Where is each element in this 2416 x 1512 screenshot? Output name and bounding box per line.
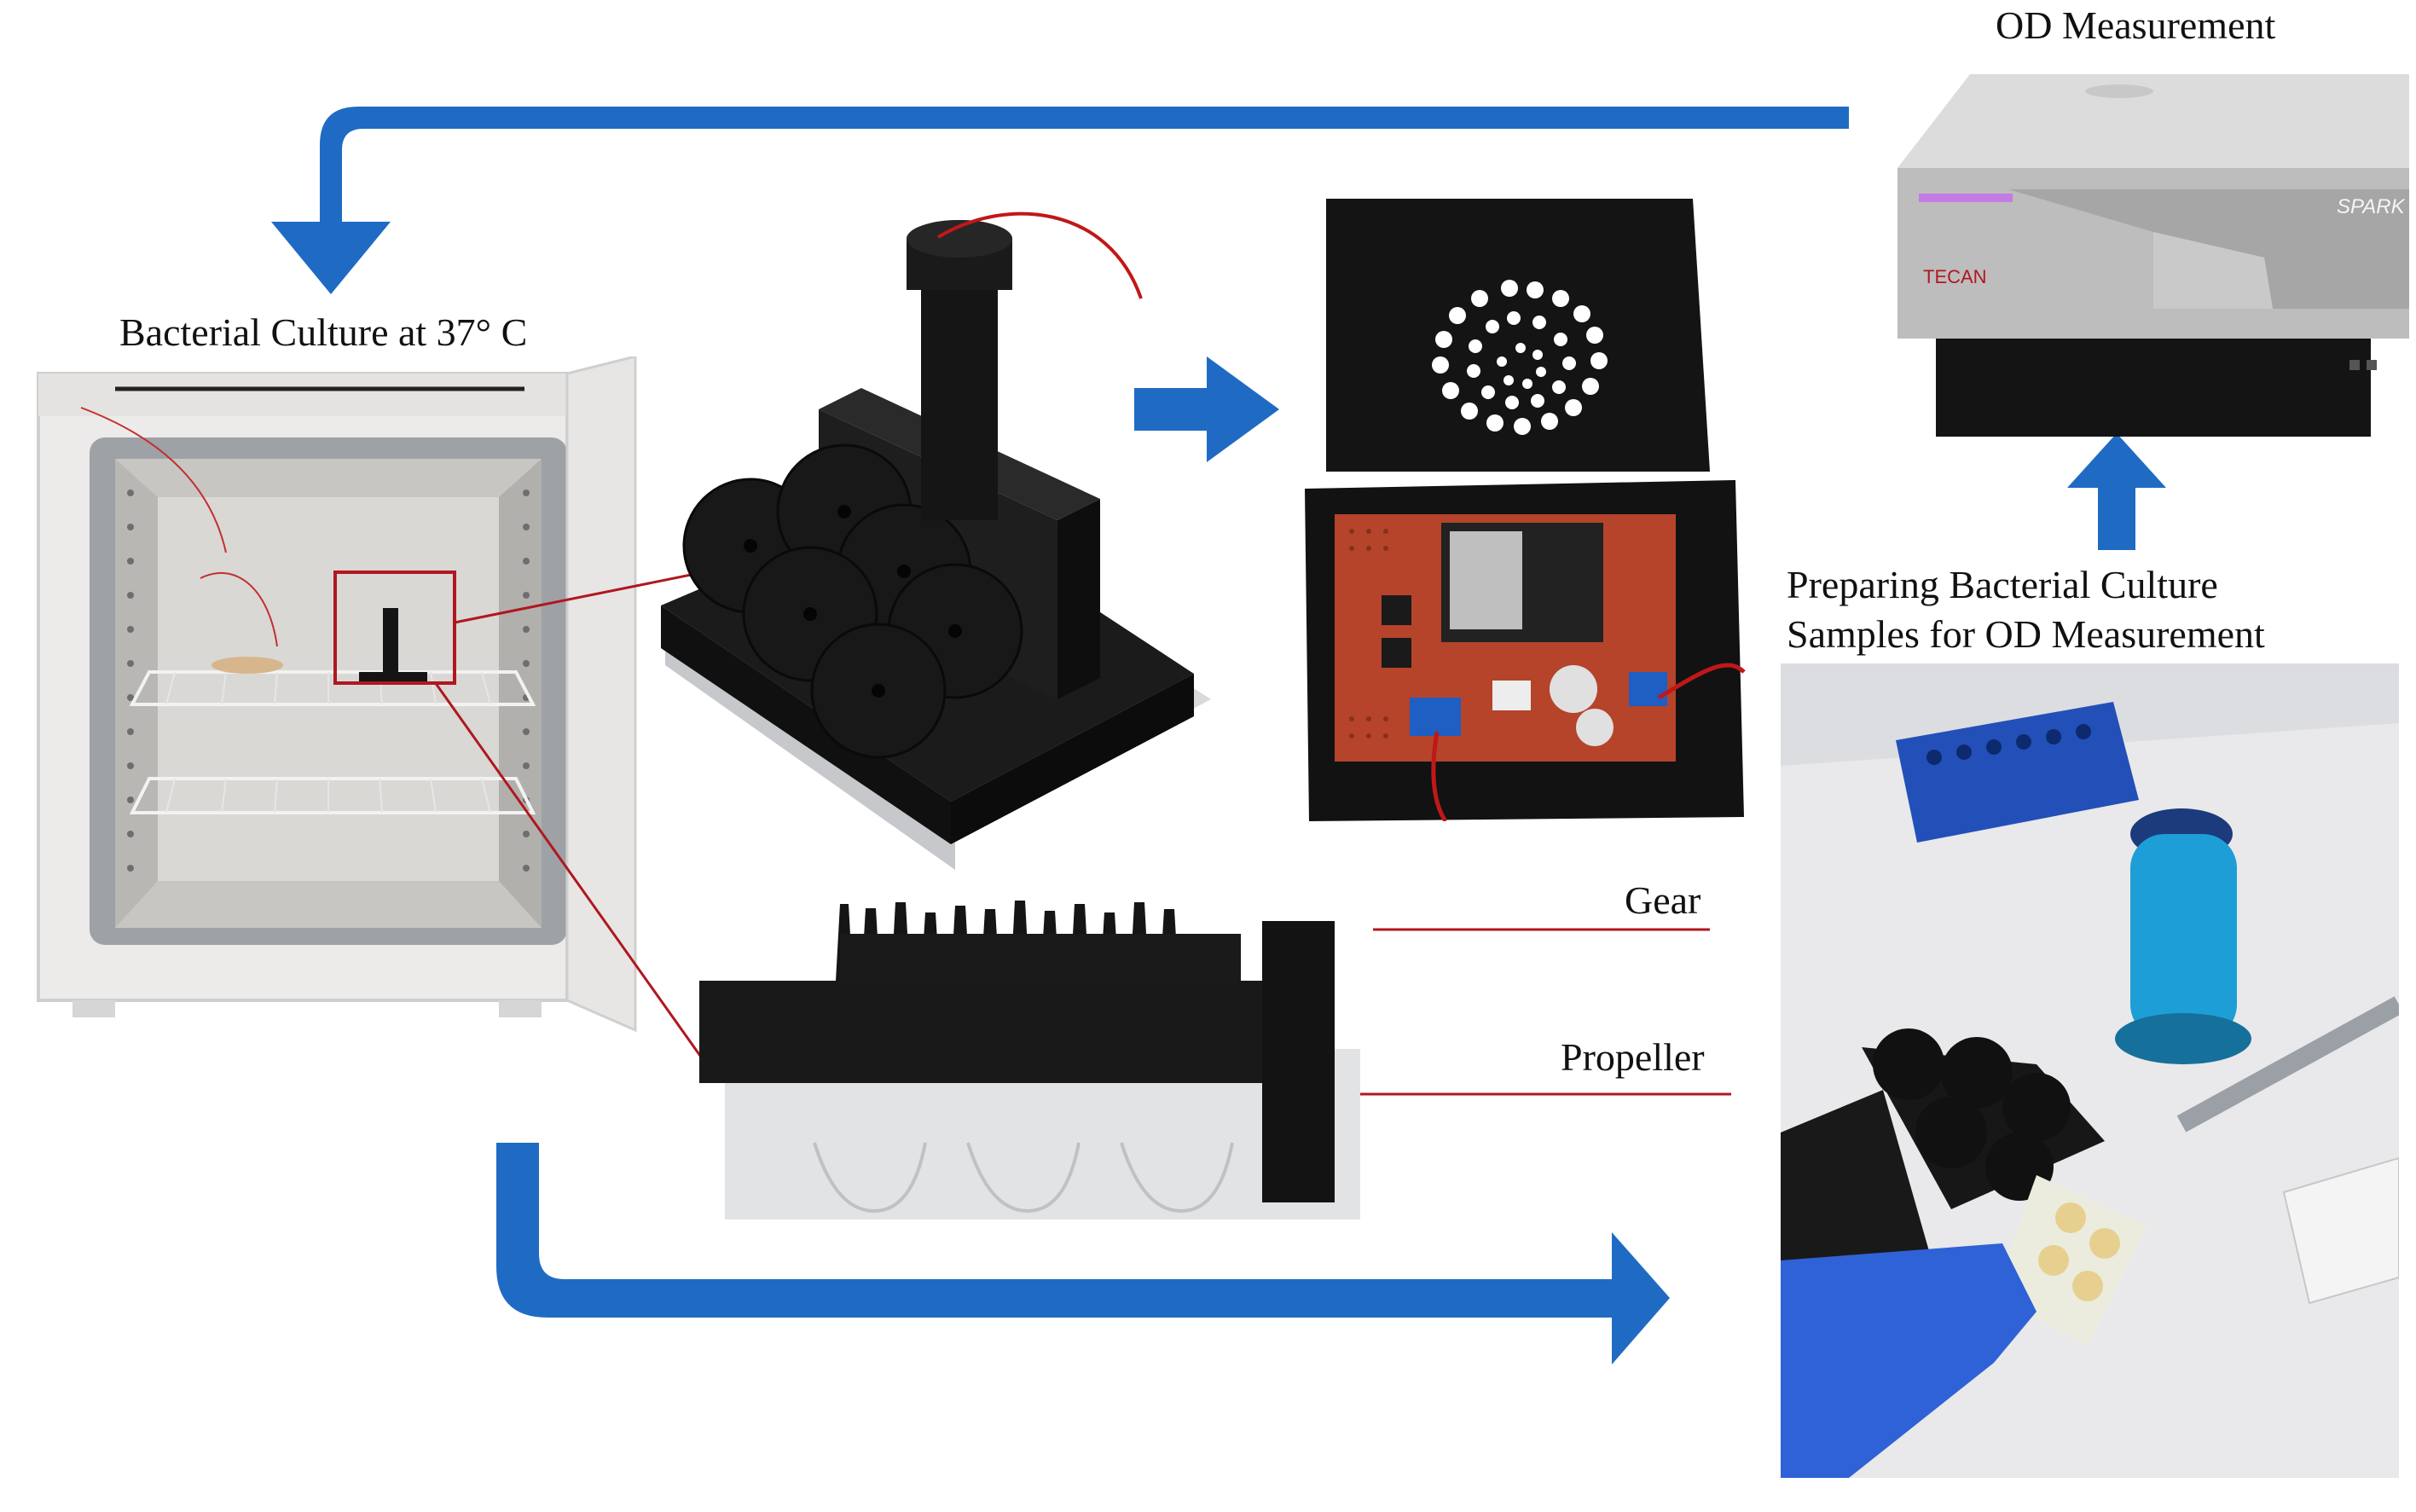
model-text: SPARK	[2337, 195, 2406, 218]
device-highlight-box	[333, 571, 456, 685]
od-measurement-label: OD Measurement	[1996, 3, 2276, 47]
vent-holes	[1432, 280, 1608, 435]
device-to-controller-arrow	[1134, 356, 1279, 462]
sample-prep-photo	[1781, 663, 2399, 1478]
prep-to-reader-arrow	[2067, 433, 2166, 550]
plate-reader-photo: TECAN SPARK	[1897, 74, 2409, 437]
brand-text: TECAN	[1923, 266, 1987, 287]
return-arrow	[271, 107, 1849, 294]
gear-label: Gear	[1625, 878, 1701, 922]
gloved-hand	[1781, 1243, 2037, 1478]
preparing-label-line1: Preparing Bacterial Culture	[1787, 563, 2218, 606]
side-view-photo	[699, 901, 1360, 1219]
culture-to-prep-arrow	[496, 1143, 1670, 1364]
incubator-photo	[21, 356, 644, 1034]
gas-burner	[2130, 834, 2237, 1039]
preparing-label-line2: Samples for OD Measurement	[1787, 612, 2265, 656]
controller-box-photo	[1305, 199, 1746, 821]
shaker-device-photo	[661, 211, 1211, 870]
motor-wire	[936, 211, 1143, 299]
propeller-label: Propeller	[1561, 1035, 1705, 1079]
bacterial-culture-label: Bacterial Culture at 37° C	[119, 310, 528, 354]
